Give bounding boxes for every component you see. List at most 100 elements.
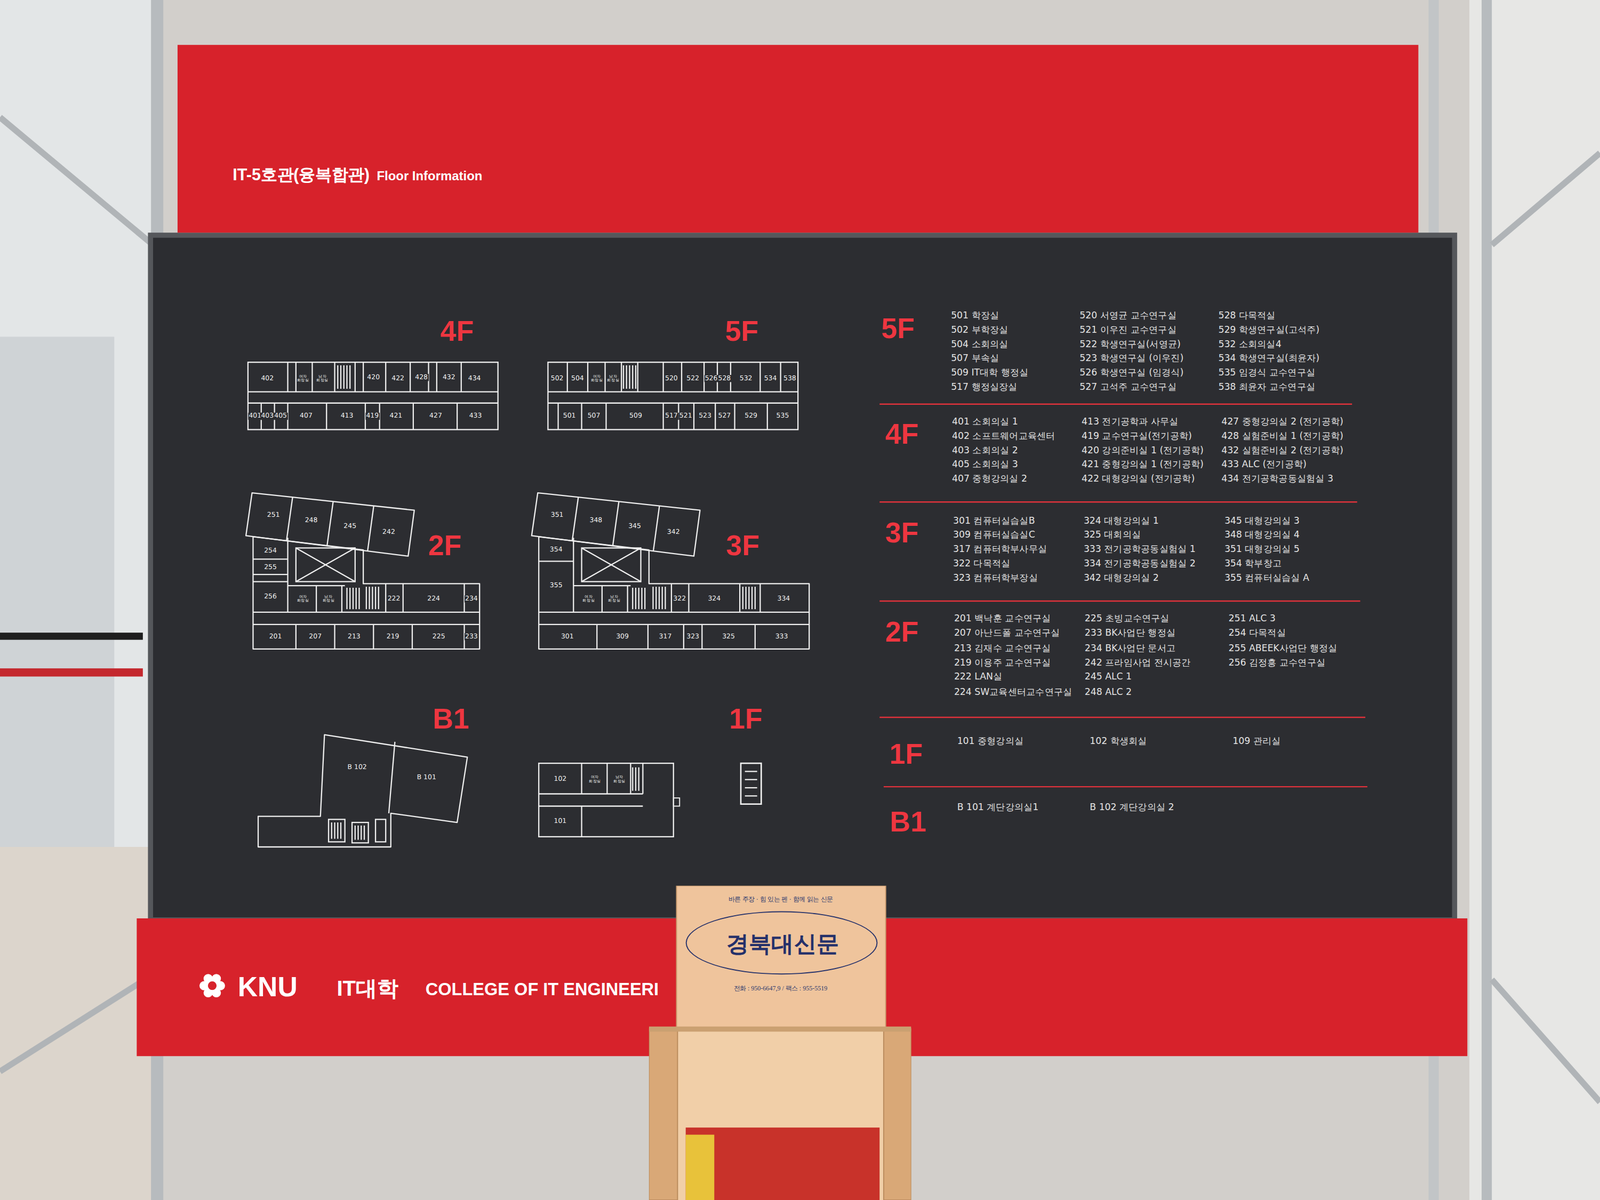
directory-divider [883,786,1368,788]
floor-plan-line [538,624,810,626]
floor-plan-line [286,497,293,541]
floor-plan-line [745,795,758,797]
floor-plan-line [681,362,683,392]
room-number: 407 [299,412,314,421]
floor-plan-line [580,805,582,837]
directory-entry: 509 IT대학 행정실 [950,368,1029,379]
room-number: B 101 [416,773,437,782]
floor-plan-line [662,403,664,430]
floor-plan-line [538,536,810,649]
room-number: 248 [304,516,319,525]
floor-plan-line [647,624,649,650]
directory-entry: 434 전기공학공동실험실 3 [1221,474,1334,485]
directory-entry: 507 부속실 [950,354,999,365]
floor-plan-line [362,362,364,392]
floor-plan: 1F [534,699,770,843]
floor-plan-line [363,825,365,840]
room-number: 433 [468,412,483,421]
directory-entry: 354 학부창고 [1224,559,1282,570]
directory-entry: 242 프라임사업 전시공간 [1084,658,1191,669]
directory-entry: 535 임경식 교수연구실 [1218,368,1316,379]
floor-plan-line [385,362,387,392]
floor-plan-line [604,362,606,392]
floor-plan-line [581,547,642,582]
directory-entry: 428 실험준비실 1 (전기공학) [1221,431,1344,442]
floor-plan-line [349,365,351,389]
floor-plan-line [333,362,335,392]
sign-title: IT-5호관(융복합관) [232,165,370,185]
floor-plan-line [333,624,335,650]
floor-plan-line [587,362,589,392]
door-frame [1481,0,1492,1200]
college-name: COLLEGE OF IT ENGINEERI [425,979,659,1000]
room-number: 219 [386,633,400,641]
floor-plan-line [632,365,634,389]
floor-plan-line [358,587,360,610]
room-number: 434 [467,374,482,383]
floor-plan-line [622,365,624,389]
floor-plan-line [751,586,753,610]
floor-plan-line [628,365,630,389]
room-number: 504 [570,374,585,383]
floor-plan-line [745,787,758,789]
directory-entry: 309 컴퓨터실습실C [953,530,1036,541]
stand-text: 전화 : 950-6647,9 / 팩스 : 955-5519 [733,984,828,992]
room-number: 405 [273,412,288,421]
room-number: 222 [387,595,402,603]
directory-entry: 222 LAN실 [954,672,1003,683]
restroom-label: 남자 화장실 [606,374,620,383]
floor-plan-line [655,586,657,610]
floor-plan-line [638,587,640,610]
floor-plan-line [632,767,634,791]
floor-plan-line [412,403,414,430]
stand-board [676,885,886,1029]
floor-plan-outline [547,362,798,430]
directory-entry: 427 중형강의실 2 (전기공학) [1221,417,1344,428]
floor-plan-line [547,402,798,404]
college-name: IT대학 [336,976,399,1002]
directory-entry: 527 고석주 교수연구실 [1079,382,1177,394]
directory-entry: 501 학장실 [950,311,999,322]
restroom-label: 여자 화장실 [590,374,604,383]
directory-entry: 526 학생연구실 (임경식) [1079,368,1184,379]
directory-entry: 413 전기공학과 사무실 [1081,417,1179,428]
room-number: 528 [717,374,732,383]
floor-plan-line [754,586,756,610]
room-number: 245 [342,522,357,531]
stand-edge [649,1026,912,1032]
stand-text: 바른 주장 · 힘 있는 펜 · 함께 읽는 신문 [728,895,834,903]
floor-plan-line [371,586,373,610]
floor-plan-line [580,403,582,430]
stairs [375,819,386,842]
floor-plan-line [456,403,458,430]
restroom-label: 여자 화장실 [582,594,595,604]
floor-plan-line [635,767,637,791]
newspapers [685,1134,715,1200]
directory-entry: 529 학생연구실(고석주) [1218,325,1320,336]
room-number: 254 [263,547,278,555]
floor-plan-line [766,403,768,430]
room-number: 322 [672,595,687,603]
floor-plan-outline [248,362,499,430]
directory-entry: 532 소회의실4 [1218,339,1282,350]
room-number: 419 [365,412,380,421]
directory-entry: 421 중형강의실 1 (전기공학) [1081,460,1204,471]
directory-entry: 521 이우진 교수연구실 [1079,325,1177,336]
floor-plan-line [346,365,348,389]
floor-plan-line [341,585,343,613]
floor-plan-line [557,403,559,430]
room-number: 334 [776,595,791,603]
floor-plan-line [245,492,415,557]
directory-entry: 225 초빙교수연구실 [1084,614,1170,625]
room-number: 317 [658,633,672,641]
directory-entry: 405 소회의실 3 [952,460,1019,471]
floor-plan-line [635,587,637,610]
floor-plan-line [745,586,747,610]
door-frame [1491,979,1600,1103]
room-number: 234 [464,595,479,603]
floor-plan-line [581,547,642,582]
floor-plan-line [252,580,288,582]
floor-plan-line [627,585,629,613]
